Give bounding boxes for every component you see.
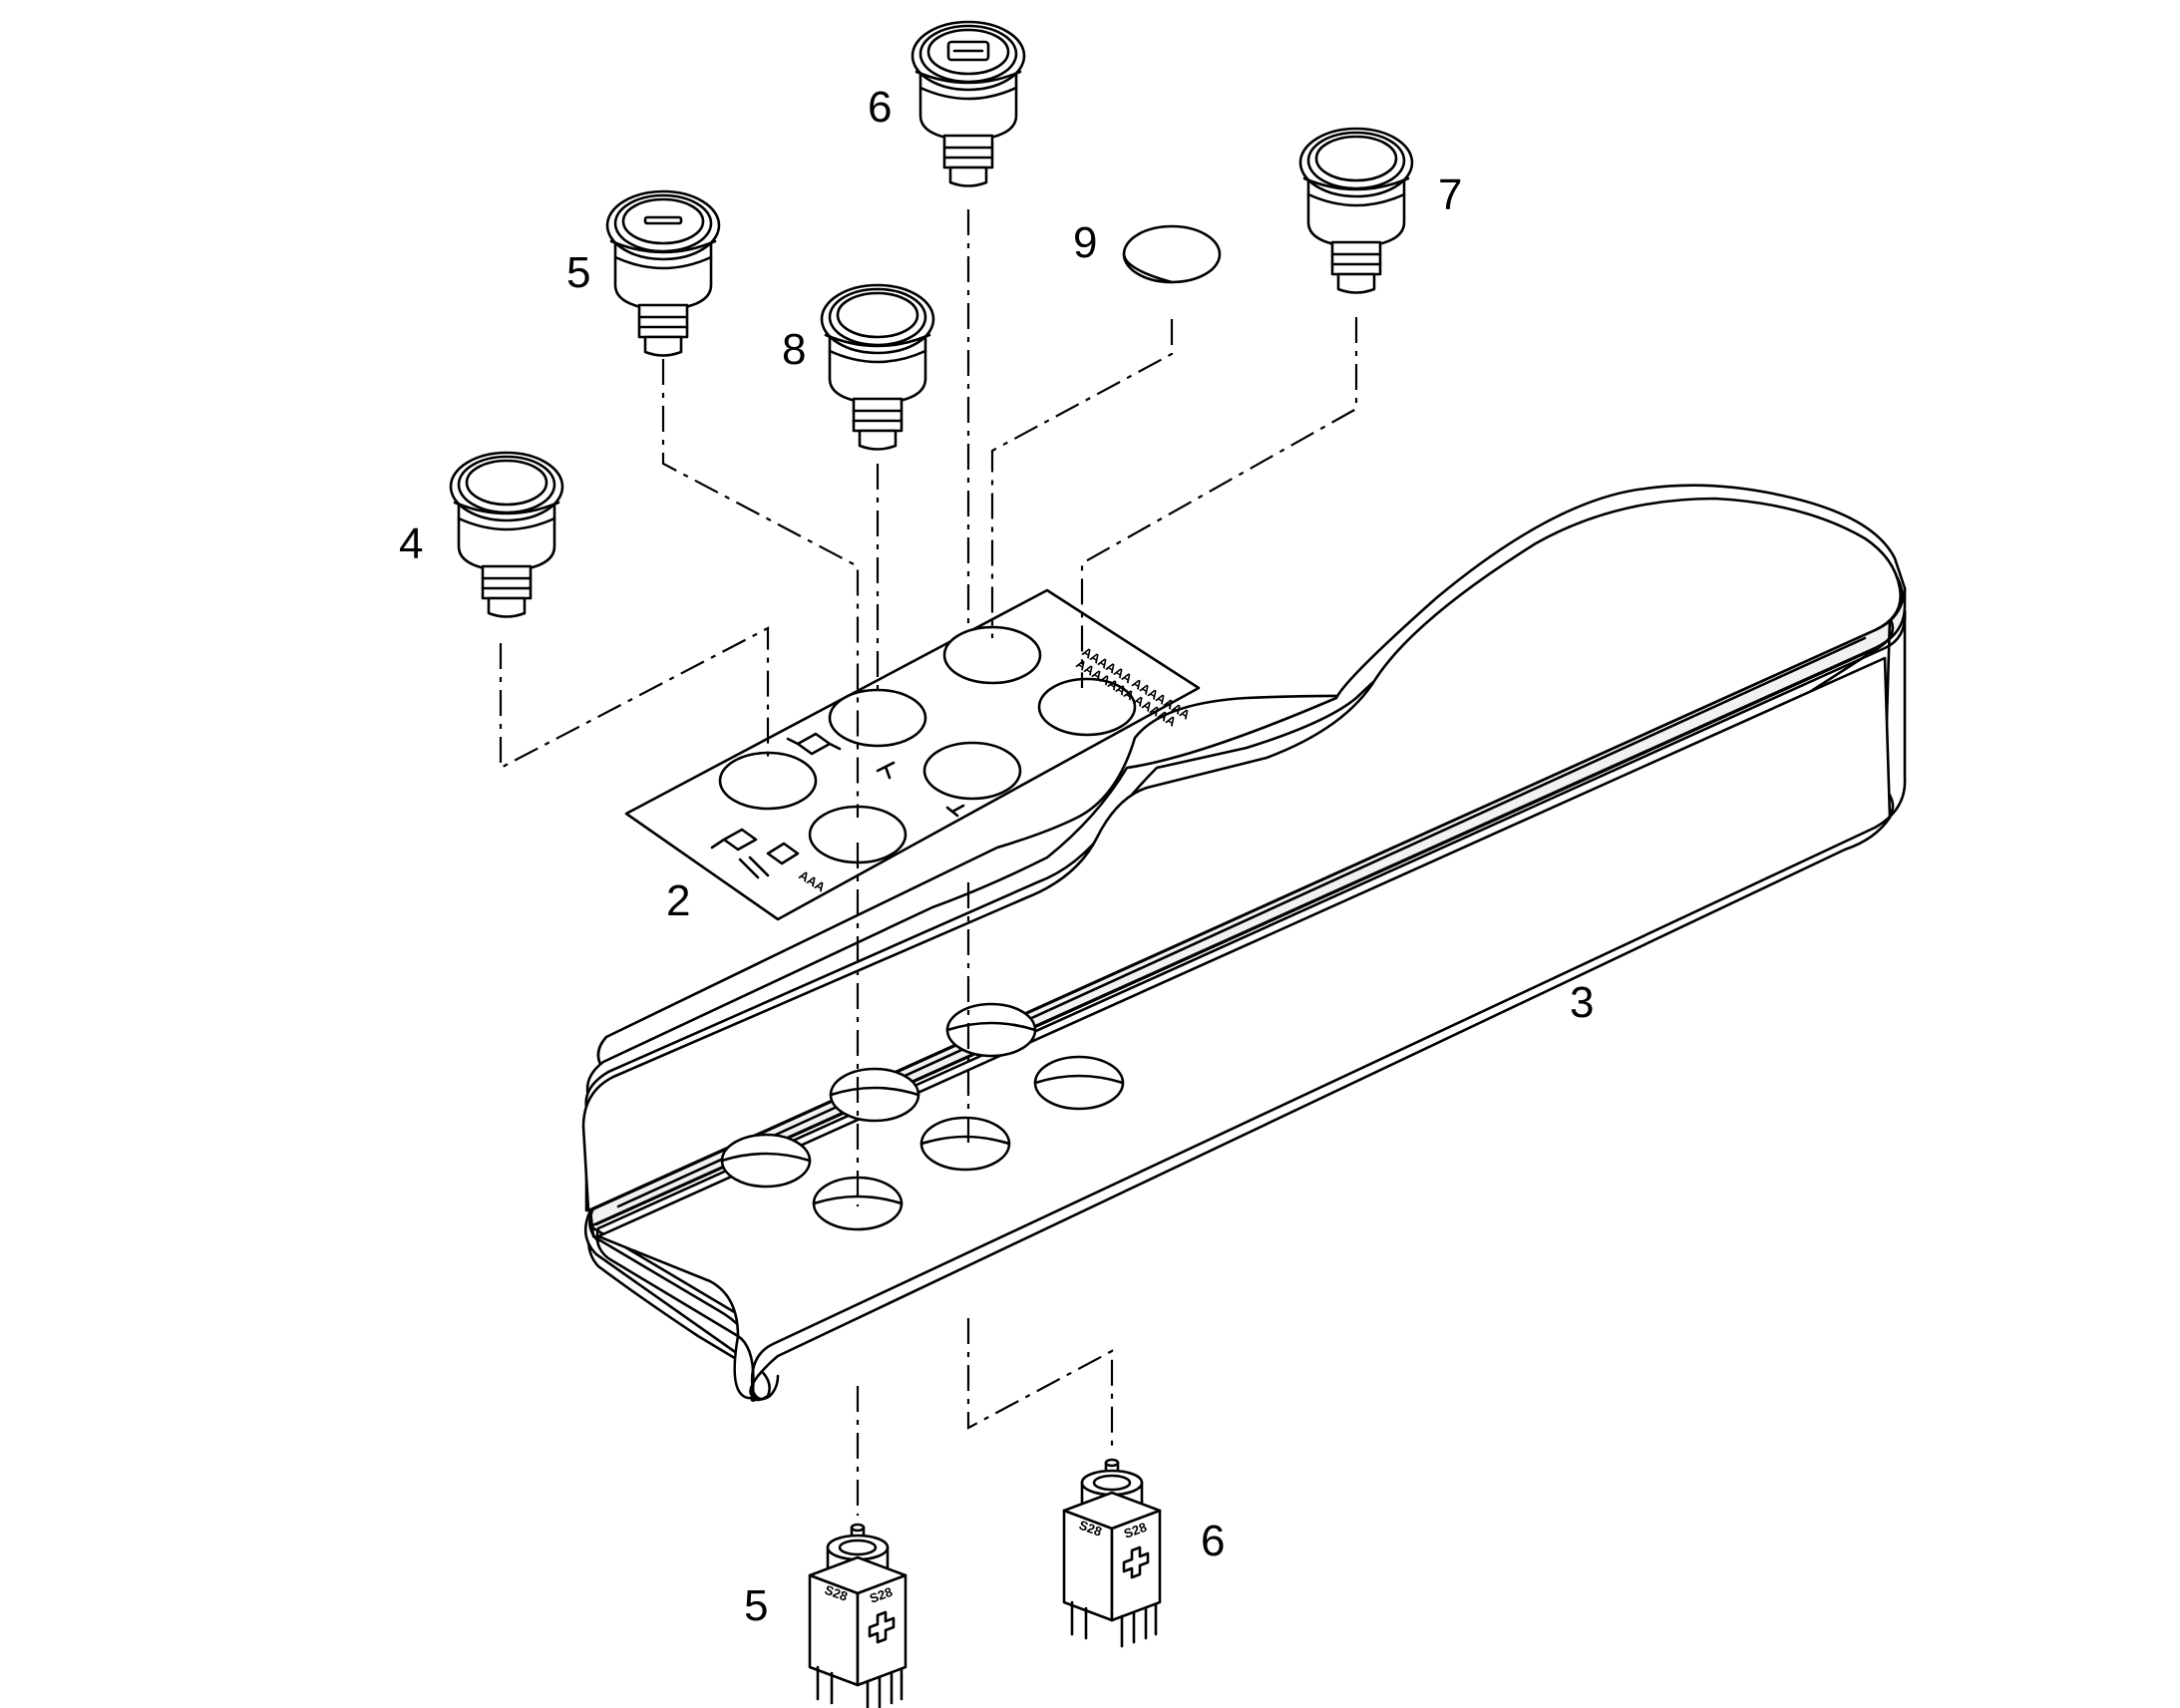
label-plate: AAAAAA AAAAAAA AAAAAAA AAAAA AAA bbox=[624, 588, 1201, 921]
callout-2: 2 bbox=[666, 876, 690, 925]
callout-3: 3 bbox=[1570, 978, 1594, 1027]
lens-disc bbox=[1122, 224, 1222, 284]
keyswitch-5 bbox=[605, 189, 721, 357]
pushbutton-4 bbox=[449, 451, 564, 618]
callout-6-top: 6 bbox=[868, 83, 892, 132]
switch-6-left-label: S28 bbox=[1077, 1518, 1104, 1539]
switch-5-left-label: S28 bbox=[823, 1582, 850, 1604]
callout-5-top: 5 bbox=[566, 248, 590, 297]
pushbutton-7 bbox=[1298, 127, 1414, 294]
switch-5-right-label: S28 bbox=[868, 1584, 895, 1606]
pushbutton-8 bbox=[820, 283, 935, 451]
callout-6-bottom: 6 bbox=[1201, 1517, 1225, 1565]
callout-8: 8 bbox=[782, 325, 806, 374]
panel-cover bbox=[581, 484, 1907, 1402]
callout-9: 9 bbox=[1073, 218, 1097, 267]
callout-4: 4 bbox=[399, 519, 423, 568]
switch-6-right-label: S28 bbox=[1122, 1520, 1149, 1541]
pcb-switch-5: S28 S28 bbox=[808, 1523, 908, 1708]
callout-7: 7 bbox=[1438, 171, 1462, 219]
assembly-centerlines bbox=[499, 209, 1358, 1516]
callout-5-bottom: 5 bbox=[744, 1581, 768, 1630]
pcb-switch-6: S28 S28 bbox=[1062, 1458, 1162, 1648]
keyswitch-6 bbox=[910, 20, 1026, 187]
